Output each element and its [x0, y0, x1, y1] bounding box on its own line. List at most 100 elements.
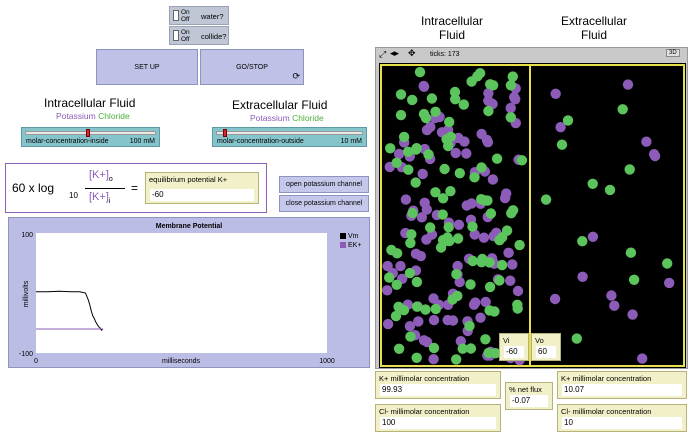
chloride-ion — [482, 195, 493, 206]
potassium-ion — [606, 290, 617, 301]
potassium-ion — [664, 277, 675, 289]
slider-name: molar-concentration-inside — [26, 138, 109, 145]
chloride-ion — [484, 257, 495, 268]
chloride-ion — [485, 79, 496, 90]
chloride-ion — [426, 93, 438, 104]
chloride-ion — [402, 146, 414, 157]
chloride-ion — [391, 157, 402, 168]
legend-swatch — [340, 242, 346, 248]
potassium-ion — [428, 314, 440, 326]
vi-monitor: Vi -60 — [499, 333, 529, 361]
monitor-value: 99.93 — [380, 384, 496, 396]
formula-right-bracket — [266, 164, 267, 212]
potassium-ion — [421, 124, 433, 136]
chloride-ion — [628, 274, 640, 285]
extracellular-heading: Extracellular Fluid — [232, 98, 328, 112]
potassium-ion — [555, 122, 566, 133]
gostop-button[interactable]: GO/STOP ⟳ — [200, 49, 304, 85]
potassium-ion — [627, 309, 638, 320]
slider-value: 100 mM — [129, 138, 155, 145]
membrane-outer — [380, 64, 685, 367]
chloride-ion — [411, 276, 423, 288]
chloride-ion — [480, 334, 491, 345]
outside-concentration-slider[interactable]: molar-concentration-outside 10 mM — [212, 127, 367, 147]
chloride-ion — [444, 235, 455, 247]
chloride-ion — [577, 236, 588, 247]
potassium-ion — [587, 231, 599, 242]
chloride-ion — [445, 186, 456, 197]
chloride-ion — [430, 187, 441, 198]
slider-thumb[interactable] — [85, 129, 90, 137]
chloride-ion — [428, 342, 440, 354]
chloride-ion — [505, 80, 517, 91]
monitor-label: Cl- millimolar concentration — [379, 407, 470, 416]
chloride-ion — [407, 94, 418, 106]
potassium-ion — [577, 271, 588, 282]
chloride-ion — [445, 131, 456, 142]
potassium-ion — [452, 260, 463, 272]
chloride-ion — [540, 194, 552, 205]
chloride-ion — [485, 208, 497, 219]
chloride-label: Chloride — [98, 111, 130, 121]
potassium-ion — [648, 149, 660, 160]
potassium-ion — [417, 168, 428, 180]
close-channel-button[interactable]: close potassium channel — [279, 195, 369, 212]
arrows-icon[interactable]: ◂▸ — [390, 48, 400, 58]
potassium-ion — [450, 147, 461, 159]
potassium-ion — [393, 148, 405, 160]
chloride-ion — [450, 94, 461, 105]
3d-button[interactable]: 3D — [666, 49, 680, 57]
chloride-ion — [443, 222, 454, 233]
potassium-ion — [609, 300, 620, 311]
slider-track — [25, 131, 156, 135]
chloride-ion — [391, 279, 402, 290]
plot-title: Membrane Potential — [156, 223, 223, 230]
formula-denominator: [K+]i — [89, 191, 111, 206]
chloride-ion — [484, 281, 496, 293]
water-switch-label: water? — [201, 12, 224, 21]
potassium-ion — [487, 174, 499, 185]
chloride-ion — [604, 184, 616, 196]
inside-concentration-slider[interactable]: molar-concentration-inside 100 mM — [21, 127, 160, 147]
world-extra-heading: Extracellular Fluid — [560, 14, 628, 42]
chloride-ion — [465, 279, 476, 290]
potassium-ion — [481, 134, 493, 146]
potassium-ion — [382, 260, 393, 272]
legend-label: EK+ — [348, 242, 361, 249]
chloride-ion — [562, 115, 574, 126]
chloride-ion — [507, 71, 518, 82]
setup-button[interactable]: SET UP — [96, 49, 198, 85]
world-canvas[interactable] — [379, 63, 686, 368]
chloride-ion — [447, 294, 458, 305]
monitor-label: Vi — [503, 336, 510, 345]
monitor-value: -60 — [150, 189, 254, 201]
potassium-ion — [395, 260, 406, 272]
slider-thumb[interactable] — [223, 129, 228, 137]
open-channel-button[interactable]: open potassium channel — [279, 176, 369, 193]
ticks-counter: ticks: 173 — [430, 51, 460, 58]
chloride-ion — [418, 108, 430, 120]
potassium-ion — [510, 94, 521, 105]
potassium-ion — [512, 285, 524, 297]
zoom-icon[interactable]: ⤢ — [379, 49, 387, 59]
chloride-ion — [395, 89, 407, 100]
series-line-vm — [36, 290, 104, 331]
potassium-ion — [453, 219, 465, 230]
chloride-ion — [571, 333, 582, 344]
open-channel-label: open potassium channel — [286, 181, 362, 188]
potassium-ion — [469, 229, 480, 240]
potassium-label: Potassium — [56, 111, 96, 121]
slider-track — [216, 131, 363, 135]
legend-swatch — [340, 233, 346, 239]
chloride-ion — [423, 149, 434, 160]
intracellular-heading: Intracellular Fluid — [44, 96, 136, 110]
chloride-ion — [439, 163, 450, 175]
potassium-ion — [461, 148, 472, 159]
chloride-ion — [494, 235, 505, 246]
chloride-ion — [505, 112, 516, 123]
crosshair-icon[interactable]: ✥ — [408, 48, 416, 58]
